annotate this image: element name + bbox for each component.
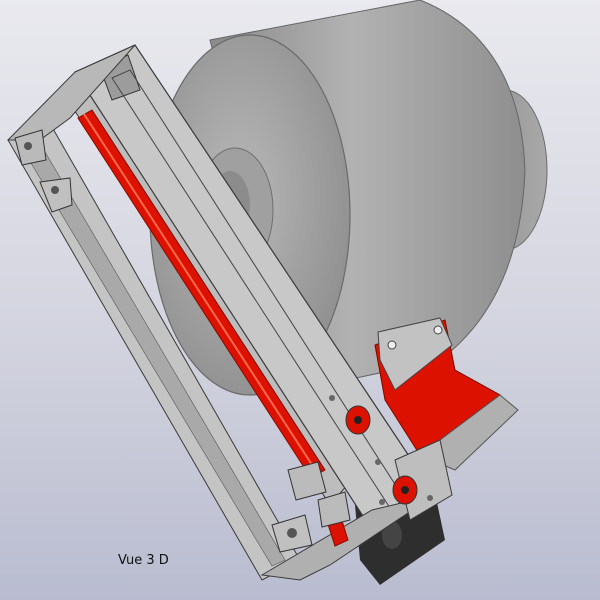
corner-brackets	[14, 129, 433, 553]
red-wedge	[374, 317, 519, 471]
red-rollers	[345, 405, 418, 505]
view-label: Vue 3 D	[118, 553, 169, 568]
